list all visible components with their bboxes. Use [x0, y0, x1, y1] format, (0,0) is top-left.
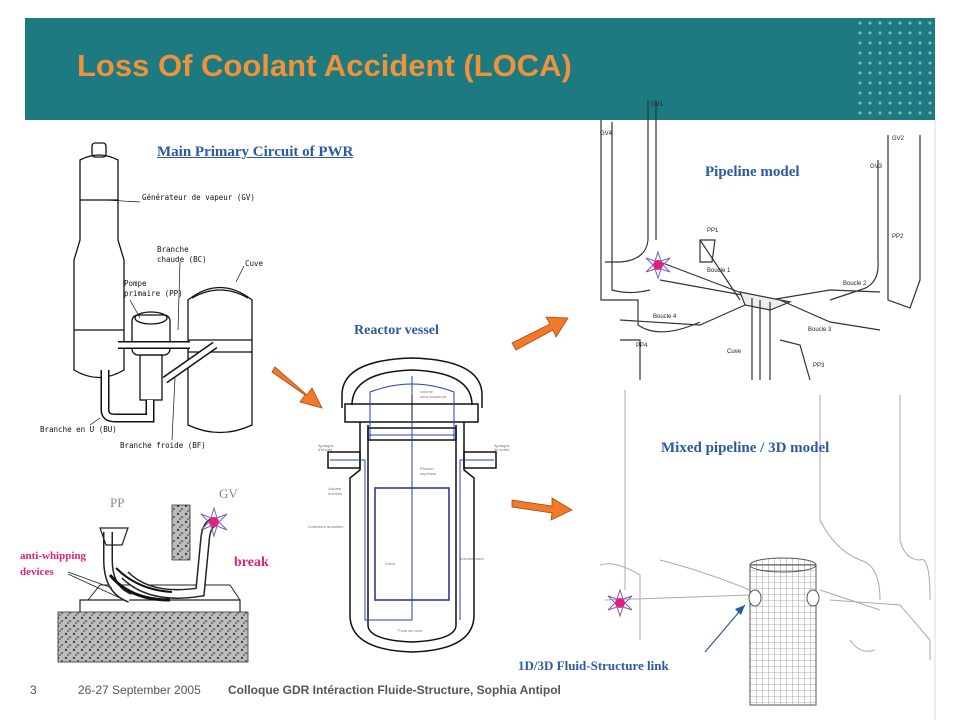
- svg-text:volume: volume: [420, 389, 434, 394]
- label-bc-1: Branche: [157, 245, 189, 254]
- break-star-icon: [200, 506, 228, 538]
- pipe-break-detail: [57, 504, 249, 663]
- label-bf: Branche froide (BF): [120, 441, 206, 450]
- gv-label: GV: [219, 486, 238, 501]
- svg-text:Cœur: Cœur: [385, 561, 396, 566]
- svg-text:Ajutages: Ajutages: [318, 443, 334, 448]
- label-gv: Générateur de vapeur (GV): [142, 193, 255, 202]
- arrow-to-vessel-icon: [271, 366, 323, 409]
- label-pp2: PP2: [892, 234, 904, 240]
- arrow-to-pipeline-icon: [511, 316, 569, 351]
- primary-circuit-drawing: [73, 142, 253, 441]
- mesh-cylinder: [748, 557, 820, 706]
- fsi-link-arrow-icon: [704, 604, 746, 653]
- label-boucle4: Boucle 4: [653, 314, 677, 320]
- arrow-to-mixed-icon: [511, 497, 573, 521]
- svg-text:d'entrée: d'entrée: [318, 447, 333, 452]
- anti-whipping-label-1: anti-whipping: [20, 550, 87, 562]
- label-gv2: GV2: [892, 136, 905, 142]
- svg-text:Ajutages: Ajutages: [494, 443, 510, 448]
- label-cuve-pipeline: Cuve: [727, 349, 742, 355]
- fsi-link-label: 1D/3D Fluid-Structure link: [518, 658, 669, 673]
- svg-text:Volume cœur: Volume cœur: [460, 556, 484, 561]
- reactor-flow-lines: [330, 376, 494, 621]
- label-boucle1: Boucle 1: [707, 268, 731, 274]
- title-banner: Loss Of Coolant Accident (LOCA): [25, 18, 935, 120]
- svg-text:d'entrée: d'entrée: [328, 491, 343, 496]
- label-pp-2: primaire (PP): [124, 289, 183, 298]
- svg-text:Volume: Volume: [328, 486, 342, 491]
- label-pp3: PP3: [813, 363, 825, 369]
- slide-title: Loss Of Coolant Accident (LOCA): [77, 48, 572, 83]
- footer-event: Colloque GDR Intéraction Fluide-Structur…: [228, 683, 561, 697]
- pipeline-break-icon: [645, 250, 671, 280]
- flow-arrows: [271, 316, 573, 521]
- pp-label: PP: [110, 495, 125, 510]
- footer-date: 26-27 September 2005: [78, 683, 201, 697]
- svg-text:Fond de cuve: Fond de cuve: [398, 628, 423, 633]
- label-pp-1: Pompe: [124, 279, 147, 288]
- mixed-model-title: Mixed pipeline / 3D model: [661, 440, 830, 456]
- label-pp4: PP4: [636, 343, 648, 349]
- page-number: 3: [30, 683, 37, 697]
- label-gv4: GV4: [600, 131, 613, 137]
- label-gv3: GV3: [870, 164, 883, 170]
- pipeline-model-drawing: [600, 100, 921, 381]
- label-bu: Branche en U (BU): [40, 425, 117, 434]
- svg-text:Collecteur annulaire: Collecteur annulaire: [308, 524, 344, 529]
- label-bc-2: chaude (BC): [157, 255, 207, 264]
- svg-text:sous couvercle: sous couvercle: [420, 394, 447, 399]
- label-boucle3: Boucle 3: [808, 327, 832, 333]
- pipeline-model-title: Pipeline model: [705, 164, 800, 180]
- label-cuve: Cuve: [245, 259, 264, 268]
- reactor-vessel-title: Reactor vessel: [354, 323, 439, 338]
- label-pp1: PP1: [707, 228, 719, 234]
- label-gv1: GV1: [651, 102, 664, 108]
- break-label: break: [234, 555, 269, 570]
- circuit-title: Main Primary Circuit of PWR: [157, 144, 354, 160]
- svg-text:de sortie: de sortie: [494, 447, 510, 452]
- label-boucle2: Boucle 2: [843, 281, 867, 287]
- svg-text:Plenum: Plenum: [420, 466, 434, 471]
- dot-pattern: [855, 18, 935, 120]
- svg-text:supérieur: supérieur: [420, 471, 437, 476]
- anti-whipping-label-2: devices: [20, 566, 54, 578]
- mixed-break-icon: [607, 588, 633, 618]
